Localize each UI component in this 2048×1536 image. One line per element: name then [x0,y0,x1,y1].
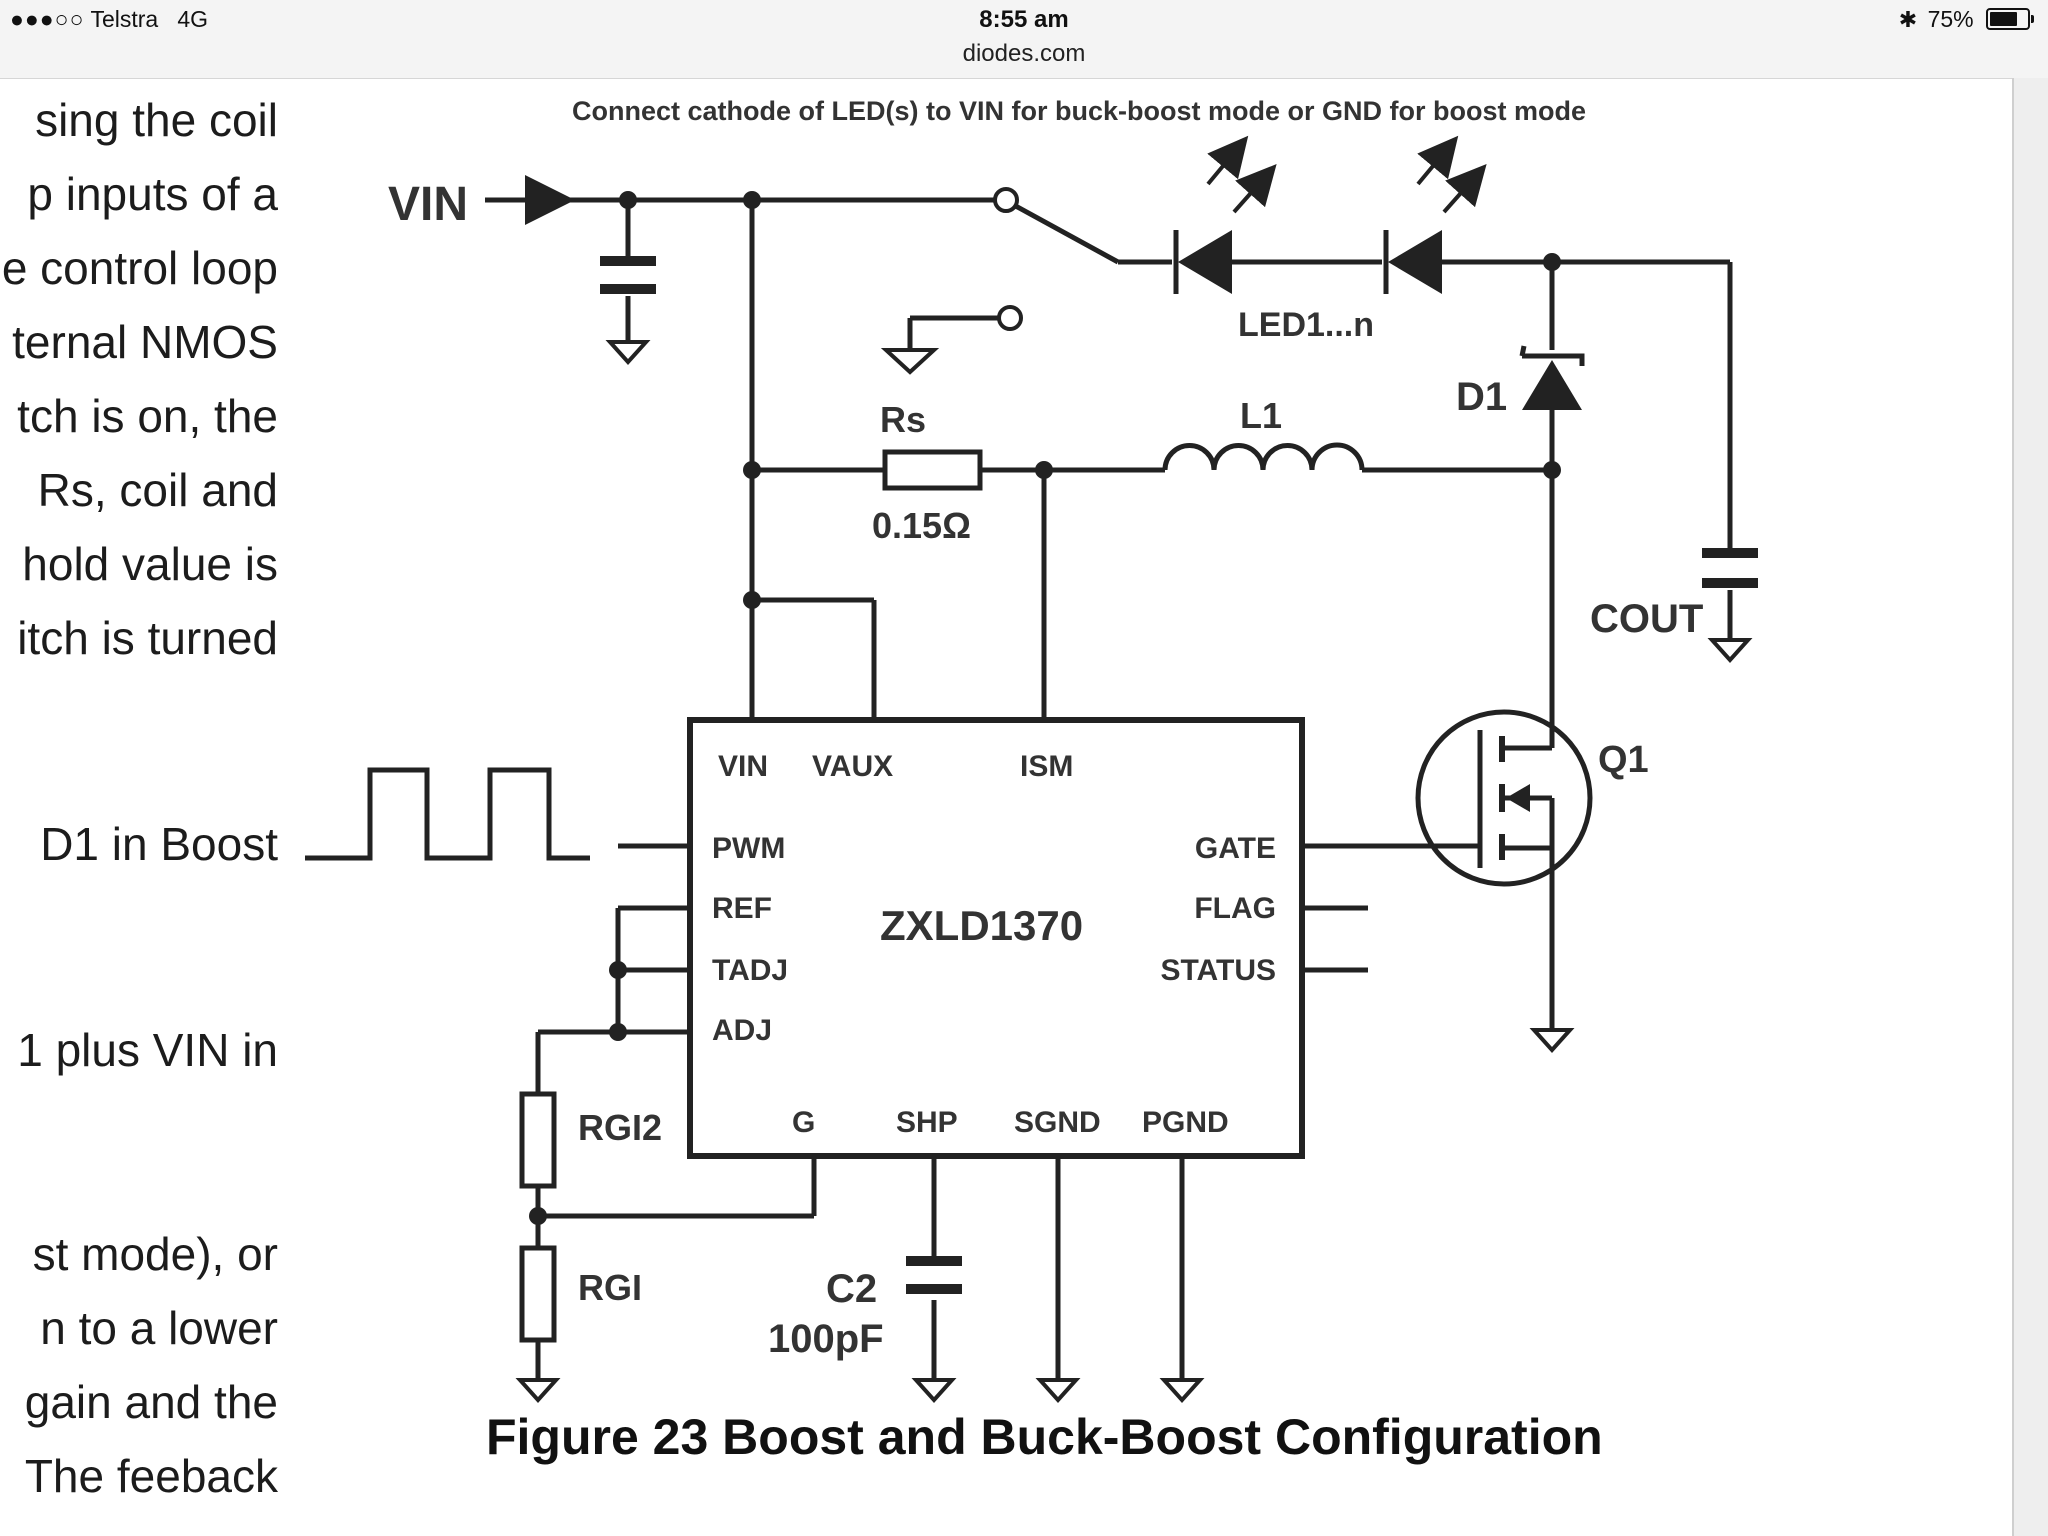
c2-value: 100pF [768,1317,884,1361]
body-text-line: ternal NMOS [12,316,278,368]
switch-terminal-icon [993,187,1019,213]
battery-percentage: 75% [1927,6,1974,32]
ground-icon [880,348,940,375]
sense-resistor-icon [882,449,983,491]
pin-g: G [792,1106,815,1139]
body-text-line: itch is turned [17,612,278,664]
network-type: 4G [177,6,209,32]
battery-icon [1986,8,2034,30]
body-text-line: hold value is [22,538,278,590]
rs-label: Rs [880,399,926,440]
mosfet-label: Q1 [1598,739,1649,781]
pin-sgnd: SGND [1014,1106,1101,1139]
ic-name: ZXLD1370 [880,902,1083,949]
status-bar: ●●●○○ Telstra 4G 8:55 am diodes.com ✱ 75… [0,0,2048,79]
pin-gate: GATE [1195,832,1276,865]
gain-resistor-icon [519,1245,557,1343]
body-text-line: st mode), or [32,1228,278,1280]
battery-status: ✱ 75% [1898,6,2034,33]
pin-ism: ISM [1020,750,1073,783]
input-capacitor-icon [600,256,656,294]
output-capacitor-icon [1702,548,1758,588]
ground-icons [515,340,1753,1403]
carrier-info: ●●●○○ Telstra 4G [10,6,208,33]
vin-label: VIN [388,178,468,231]
pin-adj: ADJ [712,1014,772,1047]
schematic-top-note: Connect cathode of LED(s) to VIN for buc… [572,96,1586,126]
pin-shp: SHP [896,1106,958,1139]
rgi2-label: RGI2 [578,1107,662,1148]
address-bar-url[interactable]: diodes.com [962,40,1086,67]
bluetooth-icon: ✱ [1898,7,1918,32]
switch-terminal-icon [997,305,1023,331]
led-label: LED1...n [1238,306,1374,344]
ground-icon [1035,1378,1081,1403]
led-diode-icon [1383,135,1487,294]
c2-label: C2 [826,1267,877,1311]
junction-dots [529,191,1561,1225]
body-text-line: n to a lower [40,1302,278,1354]
body-text-line: p inputs of a [27,168,278,220]
carrier-name: Telstra [90,6,159,32]
clock: 8:55 am [979,6,1069,33]
pin-vin: VIN [718,750,768,783]
body-text-line: 1 plus VIN in [17,1024,278,1076]
body-text-line: sing the coil [35,94,278,146]
ic-block [687,717,1305,1159]
cout-label: COUT [1590,597,1703,641]
inductor-label: L1 [1240,395,1282,436]
ground-icon [1529,1028,1575,1053]
pin-pwm: PWM [712,832,785,865]
gain-resistor-icon [519,1091,557,1189]
led-diode-icon [1173,135,1277,294]
pin-vaux: VAUX [812,750,893,783]
c2-capacitor-icon [906,1256,962,1294]
schottky-diode-icon [1519,345,1585,410]
rs-value: 0.15Ω [872,505,971,546]
pin-ref: REF [712,892,772,925]
ground-icon [515,1378,561,1403]
ground-icon [1159,1378,1205,1403]
body-text-line: tch is on, the [17,390,278,442]
body-text-line: D1 in Boost [40,818,278,870]
pwm-waveform [305,767,590,861]
body-text-line: Rs, coil and [37,464,278,516]
pin-status: STATUS [1160,954,1276,987]
figure-caption: Figure 23 Boost and Buck-Boost Configura… [486,1409,1603,1465]
body-text-line: The feeback [24,1450,278,1502]
inductor-icon [1162,442,1365,471]
circuit-schematic: Connect cathode of LED(s) to VIN for buc… [305,96,1758,1403]
signal-strength-icon: ●●●○○ [10,6,85,32]
pin-pgnd: PGND [1142,1106,1229,1139]
pin-tadj: TADJ [712,954,788,987]
body-text-line: gain and the [24,1376,278,1428]
ground-icon [605,340,651,365]
pin-flag: FLAG [1194,892,1276,925]
diode-label: D1 [1456,375,1507,419]
page-edge [2012,78,2048,1536]
rgi1-label: RGI [578,1267,642,1308]
ground-icon [1707,638,1753,663]
mosfet-icon [1415,709,1593,887]
ground-icon [911,1378,957,1403]
body-text-line: e control loop [1,242,278,294]
